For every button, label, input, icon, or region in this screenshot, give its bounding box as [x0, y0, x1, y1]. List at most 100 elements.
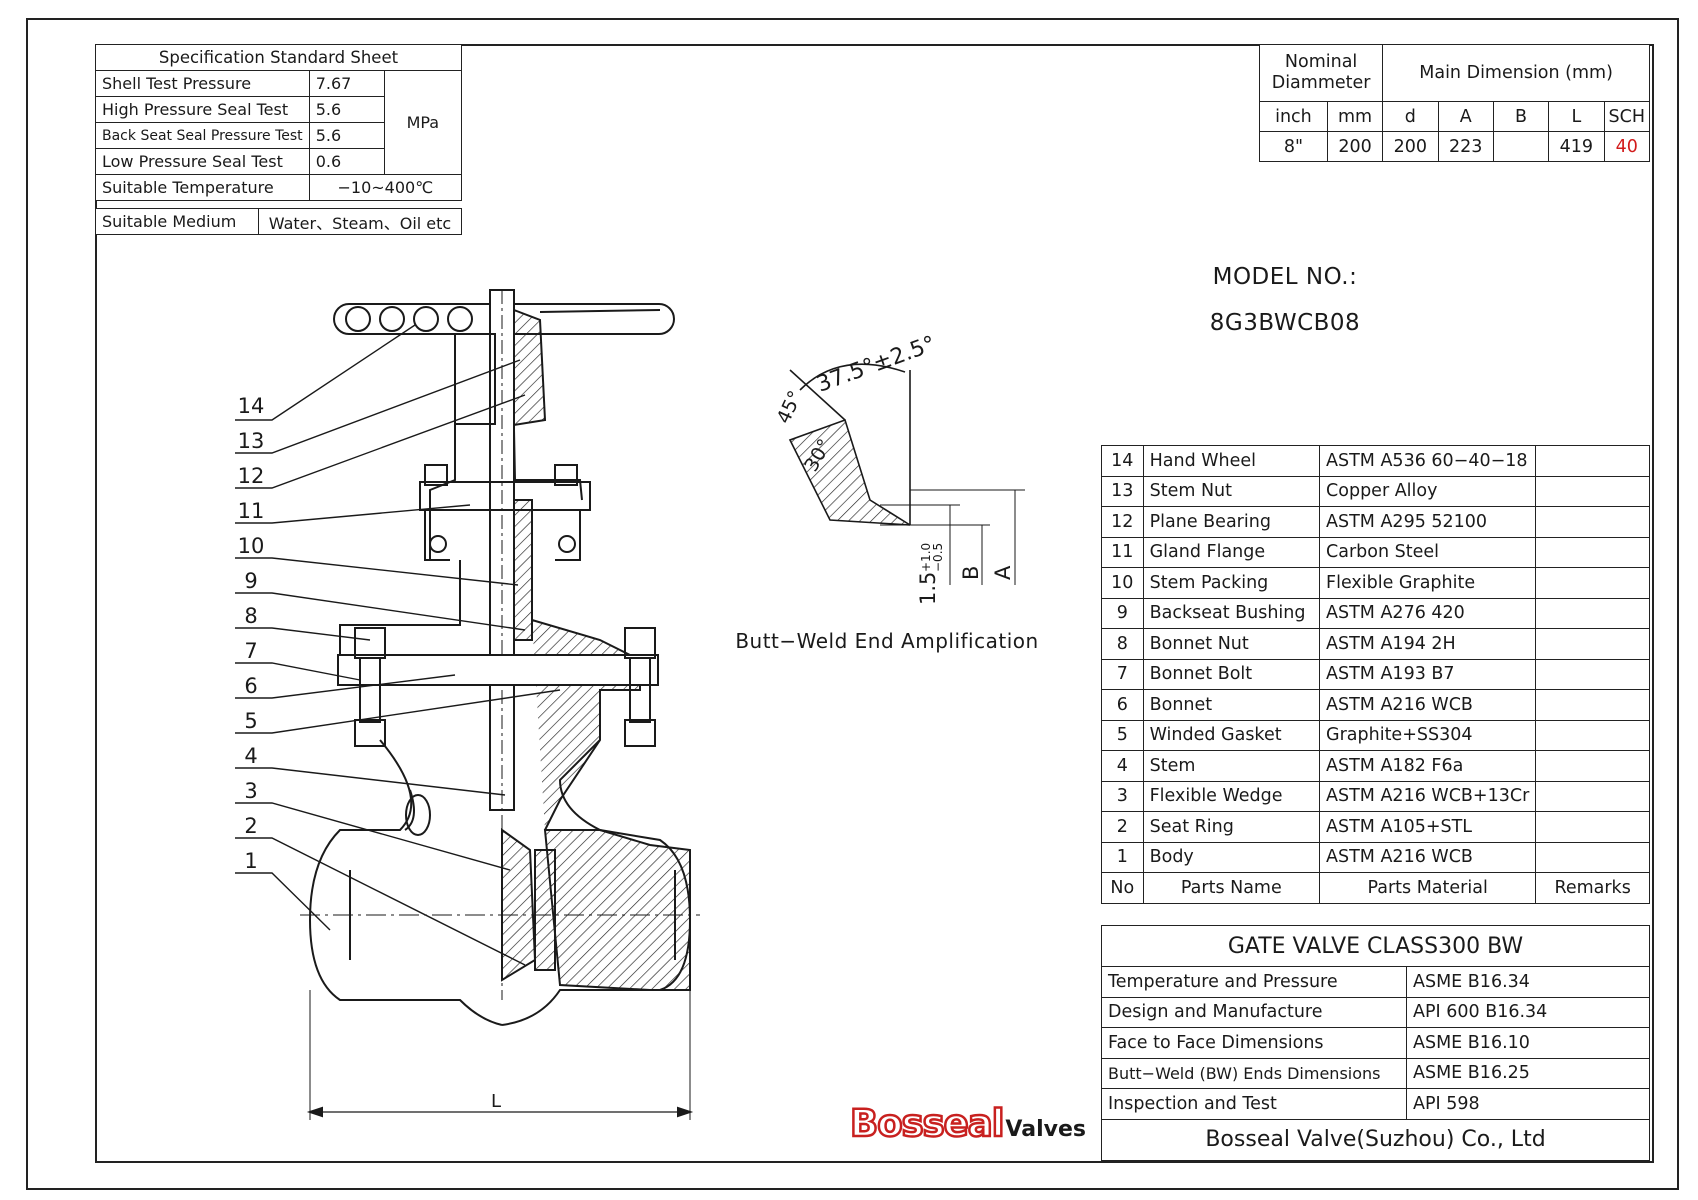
dim-value: 223 — [1437, 131, 1494, 162]
parts-remarks — [1535, 475, 1650, 507]
parts-name: Body — [1142, 841, 1321, 873]
gland-flange — [419, 464, 591, 561]
company-name: Bosseal Valve(Suzhou) Co., Ltd — [1101, 1118, 1650, 1161]
butt-weld-detail — [788, 363, 1025, 585]
parts-material: ASTM A182 F6a — [1319, 750, 1537, 782]
bonnet — [337, 560, 659, 831]
parts-header-remarks: Remarks — [1535, 872, 1650, 904]
standards-table: GATE VALVE CLASS300 BW Temperature and P… — [1101, 925, 1650, 1161]
dim-col-header: inch — [1259, 101, 1328, 132]
spec-medium-row: Suitable Medium Water、Steam、Oil etc — [95, 208, 462, 235]
parts-material: ASTM A216 WCB — [1319, 841, 1537, 873]
parts-name: Backseat Bushing — [1142, 597, 1321, 629]
parts-material: ASTM A194 2H — [1319, 628, 1537, 660]
callout-number: 12 — [237, 464, 265, 488]
standard-value: API 600 B16.34 — [1406, 996, 1650, 1028]
parts-no: 6 — [1101, 689, 1144, 721]
logo-brand: Bosseal — [849, 1101, 1006, 1147]
parts-remarks — [1535, 841, 1650, 873]
spec-label: Suitable Medium — [95, 208, 259, 235]
parts-name: Winded Gasket — [1142, 719, 1321, 751]
main-dimension-header: Main Dimension (mm) — [1382, 44, 1650, 102]
parts-name: Stem Packing — [1142, 567, 1321, 599]
parts-name: Bonnet — [1142, 689, 1321, 721]
parts-name: Plane Bearing — [1142, 506, 1321, 538]
packing-section — [513, 499, 533, 641]
wedge — [501, 828, 556, 982]
parts-material: ASTM A295 52100 — [1319, 506, 1537, 538]
callout-number: 5 — [244, 709, 258, 733]
dim-value: 200 — [1382, 131, 1439, 162]
callout-number: 8 — [244, 604, 258, 628]
standard-label: Inspection and Test — [1101, 1088, 1407, 1120]
callout-number: 14 — [237, 394, 265, 418]
callout-number: 6 — [244, 674, 258, 698]
dimension-l — [306, 990, 694, 1120]
standard-value: ASME B16.34 — [1406, 966, 1650, 998]
parts-remarks — [1535, 689, 1650, 721]
weld-detail-caption: Butt−Weld End Amplification — [735, 629, 1039, 653]
parts-name: Flexible Wedge — [1142, 780, 1321, 812]
parts-material: Flexible Graphite — [1319, 567, 1537, 599]
parts-remarks — [1535, 811, 1650, 843]
product-title: GATE VALVE CLASS300 BW — [1101, 925, 1650, 967]
callout-number: 11 — [237, 499, 265, 523]
callout-number: 3 — [244, 779, 258, 803]
parts-name: Bonnet Nut — [1142, 628, 1321, 660]
dim-b-label: B — [959, 566, 983, 580]
dim-value-sch: 40 — [1603, 131, 1650, 162]
parts-material: Carbon Steel — [1319, 536, 1537, 568]
parts-material: Copper Alloy — [1319, 475, 1537, 507]
spec-value: 5.6 — [308, 96, 385, 123]
tolerance-plus: +1.0 — [919, 543, 933, 572]
standard-label: Butt−Weld (BW) Ends Dimensions — [1101, 1057, 1407, 1089]
parts-header-no: No — [1101, 872, 1144, 904]
callout-number: 9 — [244, 569, 258, 593]
bosseal-logo: BossealValves — [849, 1101, 1086, 1147]
parts-no: 10 — [1101, 567, 1144, 599]
main-dimension-table: Nominal Diammeter Main Dimension (mm) in… — [1258, 44, 1650, 162]
standard-label: Design and Manufacture — [1101, 996, 1407, 1028]
logo-sub: Valves — [1005, 1117, 1086, 1142]
dim-value: 419 — [1548, 131, 1605, 162]
spec-label: Back Seat Seal Pressure Test — [95, 122, 310, 149]
parts-material: ASTM A216 WCB — [1319, 689, 1537, 721]
parts-header-material: Parts Material — [1319, 872, 1537, 904]
dim-a-label: A — [991, 565, 1015, 580]
spec-label: Low Pressure Seal Test — [95, 148, 310, 175]
drawing-inner-border — [95, 44, 1654, 1163]
spec-label: Suitable Temperature — [95, 174, 310, 201]
parts-name: Gland Flange — [1142, 536, 1321, 568]
spec-standard-sheet: Specification Standard Sheet Shell Test … — [95, 44, 463, 201]
parts-material: ASTM A276 420 — [1319, 597, 1537, 629]
spec-value: 5.6 — [308, 122, 385, 149]
parts-name: Stem — [1142, 750, 1321, 782]
tolerance-minus: −0.5 — [931, 543, 945, 572]
parts-no: 8 — [1101, 628, 1144, 660]
spec-value: 7.67 — [308, 70, 385, 97]
standard-value: ASME B16.10 — [1406, 1027, 1650, 1059]
callout-number: 7 — [244, 639, 258, 663]
dim-col-header: d — [1382, 101, 1439, 132]
callout-number: 13 — [237, 429, 265, 453]
standard-value: ASME B16.25 — [1406, 1057, 1650, 1089]
dim-value — [1492, 131, 1550, 162]
dim-col-header: mm — [1326, 101, 1384, 132]
callout-number: 1 — [244, 849, 258, 873]
spec-sheet-title: Specification Standard Sheet — [95, 44, 462, 71]
callout-number: 2 — [244, 814, 258, 838]
standard-label: Temperature and Pressure — [1101, 966, 1407, 998]
parts-no: 1 — [1101, 841, 1144, 873]
